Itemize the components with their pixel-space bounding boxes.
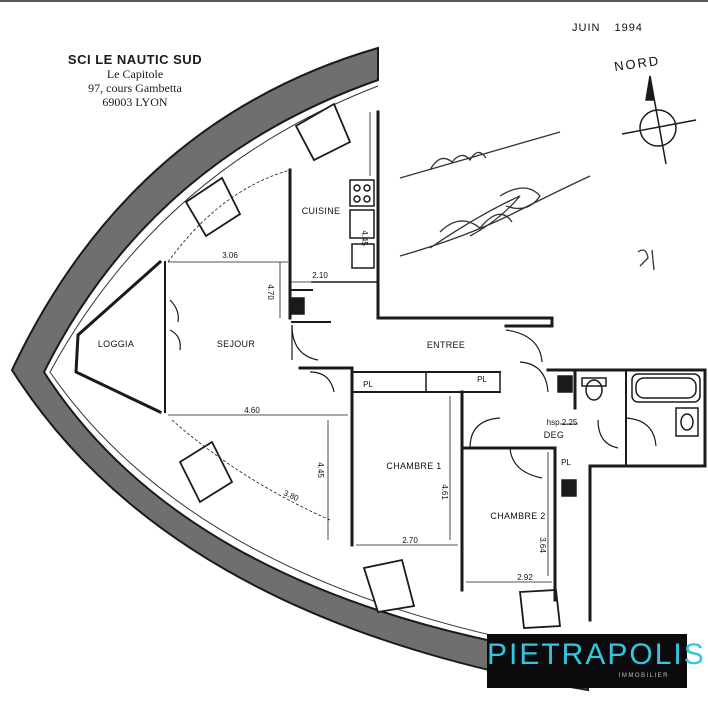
- room-label-pl: PL: [561, 458, 571, 467]
- balcony-band: [10, 46, 590, 692]
- city-address: 69003 LYON: [102, 95, 168, 109]
- dimension-label: 4.45: [360, 230, 369, 246]
- ceiling-height-label: hsp 2.25: [547, 418, 578, 427]
- plan-date-month: JUIN: [572, 22, 601, 34]
- dimension-label: 4.70: [266, 284, 275, 300]
- brand-logo-name: PIETRAPOLIS: [487, 638, 706, 671]
- dimension-label: 3.64: [538, 537, 547, 553]
- walls: [74, 110, 707, 622]
- dimension-label: 2.92: [517, 573, 533, 582]
- room-label-chambre1: CHAMBRE 1: [386, 461, 441, 471]
- dimension-label: 4.61: [440, 484, 449, 500]
- room-label-entree: ENTREE: [427, 340, 465, 350]
- dimension-label: 2.10: [312, 271, 328, 280]
- dimension-label: 4.45: [316, 462, 325, 478]
- plan-date-year: 1994: [614, 22, 643, 34]
- room-label-chambre2: CHAMBRE 2: [490, 511, 545, 521]
- room-label-sejour: SEJOUR: [217, 339, 256, 349]
- room-label-pl: PL: [363, 380, 373, 389]
- dimension-label: 4.60: [244, 406, 260, 415]
- kitchen-fixtures: [289, 179, 375, 315]
- building-name: Le Capitole: [106, 67, 164, 81]
- brand-logo-subtitle: IMMOBILIER: [618, 673, 669, 679]
- room-label-deg: DEG: [544, 430, 564, 440]
- dimension-label: 3.80: [282, 488, 300, 503]
- header-block: SCI LE NAUTIC SUD Le Capitole 97, cours …: [40, 52, 230, 109]
- loggia-floor: [74, 262, 160, 412]
- doors: [169, 299, 657, 479]
- plan-date: JUIN 1994: [572, 22, 657, 34]
- facade-windows: [178, 102, 561, 629]
- dimension-label: 3.06: [222, 251, 238, 260]
- room-label-loggia: LOGGIA: [98, 339, 134, 349]
- room-label-cuisine: CUISINE: [302, 206, 341, 216]
- bathroom-fixtures: [557, 373, 701, 497]
- signature: [399, 131, 655, 271]
- room-label-pl: PL: [477, 375, 487, 384]
- company-name: SCI LE NAUTIC SUD: [67, 52, 203, 67]
- dimension-label: 2.70: [402, 536, 418, 545]
- brand-logo: PIETRAPOLIS IMMOBILIER: [487, 634, 706, 688]
- street-address: 97, cours Gambetta: [88, 81, 182, 95]
- dimension-lines: [167, 112, 578, 583]
- compass-icon: [621, 75, 697, 165]
